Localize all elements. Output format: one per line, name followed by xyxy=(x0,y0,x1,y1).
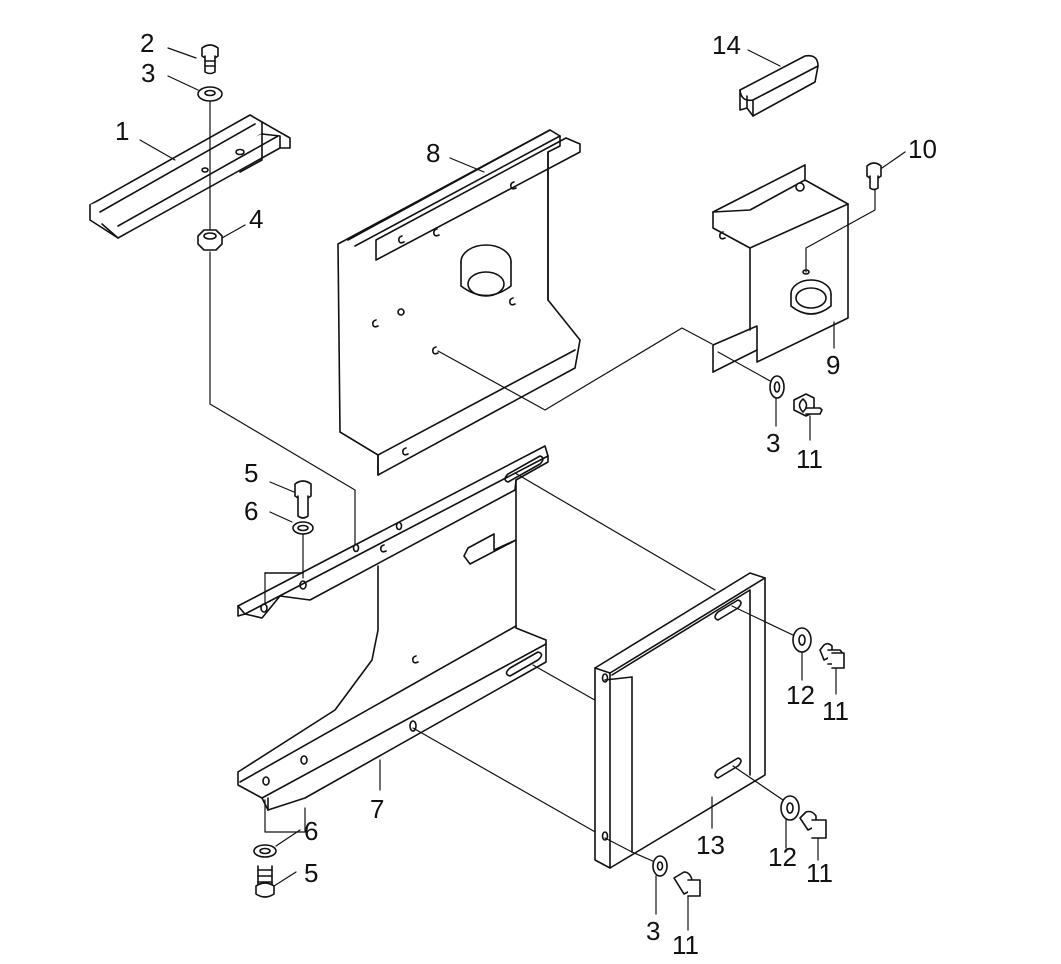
part-11-bolt-right xyxy=(794,394,822,416)
callout-11-low: 11 xyxy=(806,858,833,888)
part-12-washer-lower xyxy=(781,796,799,820)
callout-3-right: 3 xyxy=(766,428,780,458)
part-11-bolt-mid xyxy=(820,644,844,668)
part-3-washer-bottom xyxy=(653,856,667,876)
callout-12-lower: 12 xyxy=(768,842,797,872)
part-11-bolt-low xyxy=(800,812,826,839)
callout-4: 4 xyxy=(249,204,263,234)
part-10-screw xyxy=(867,163,881,190)
callout-13: 13 xyxy=(696,830,725,860)
part-1-channel-rail xyxy=(90,115,290,238)
part-4-nut xyxy=(198,230,222,250)
callout-8: 8 xyxy=(426,138,440,168)
callout-7: 7 xyxy=(370,794,384,824)
part-5-screw-lower xyxy=(256,866,274,897)
callout-3-top: 3 xyxy=(141,58,155,88)
callout-1: 1 xyxy=(115,116,129,146)
part-3-washer-right xyxy=(770,376,784,398)
part-12-washer-upper xyxy=(793,628,811,652)
part-6-washer-upper xyxy=(293,522,313,534)
callout-5-lower: 5 xyxy=(304,858,318,888)
callout-11-right: 11 xyxy=(796,444,823,474)
callout-9: 9 xyxy=(826,350,840,380)
callout-10: 10 xyxy=(908,134,937,164)
part-13-plate xyxy=(595,573,765,868)
callout-6-lower: 6 xyxy=(304,816,318,846)
callout-labels: 2 3 1 4 8 14 10 9 3 11 5 6 12 11 7 6 5 1… xyxy=(115,28,937,960)
part-6-washer-lower xyxy=(254,845,276,857)
part-14-clip xyxy=(740,56,818,116)
part-7-main-bracket xyxy=(238,446,548,810)
part-8-mounting-plate xyxy=(338,130,580,475)
callout-12-upper: 12 xyxy=(786,680,815,710)
callout-3-bottom: 3 xyxy=(646,916,660,946)
part-9-bracket xyxy=(713,165,848,372)
callout-11-mid: 11 xyxy=(822,696,849,726)
part-11-bolt-bottom xyxy=(674,872,700,896)
part-2-bolt xyxy=(202,45,218,74)
callout-6-upper: 6 xyxy=(244,496,258,526)
callout-14: 14 xyxy=(712,30,741,60)
callout-2: 2 xyxy=(140,28,154,58)
part-5-screw-upper xyxy=(295,481,311,518)
part-3-washer-top xyxy=(198,87,222,101)
callout-11-bottom: 11 xyxy=(672,930,699,960)
callout-leaders xyxy=(139,47,906,931)
callout-5-upper: 5 xyxy=(244,458,258,488)
